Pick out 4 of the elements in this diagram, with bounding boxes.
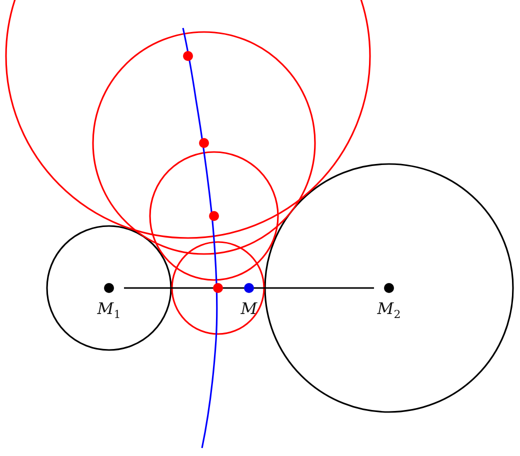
point-label: M [240,301,258,317]
point-label: M$_{1}$ [97,301,121,320]
segment-line [124,287,374,289]
point-label: M$_{2}$ [377,301,401,320]
